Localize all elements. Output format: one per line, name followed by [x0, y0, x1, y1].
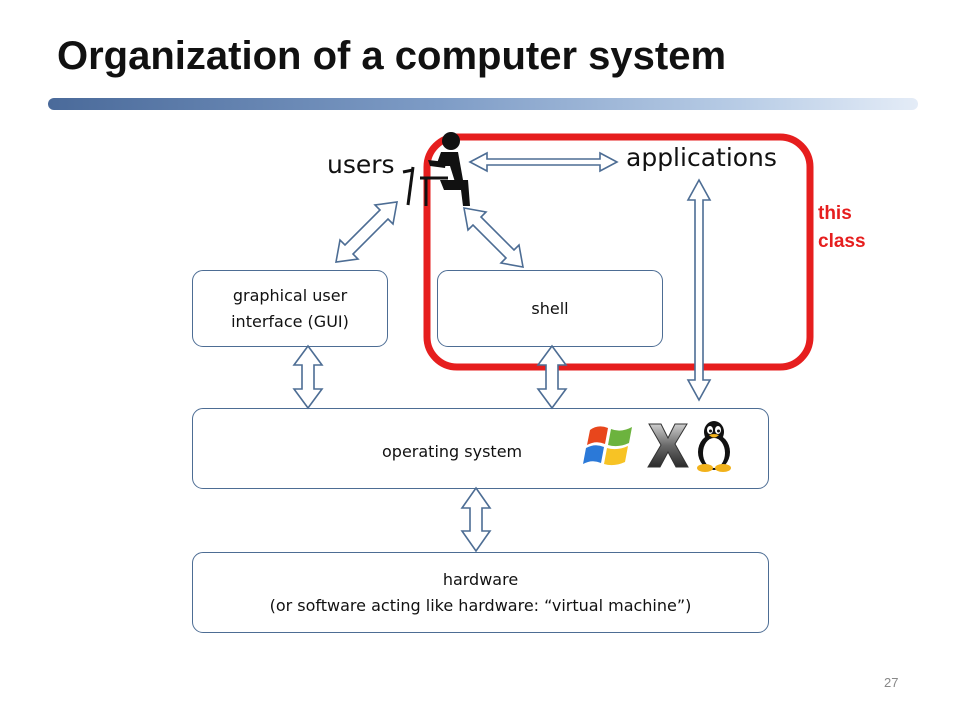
users-gui-arrow	[335, 201, 398, 263]
users-shell-arrow	[463, 207, 524, 268]
windows-logo	[583, 426, 632, 466]
applications-os-arrow	[686, 178, 712, 402]
this-class-line1: this	[818, 203, 852, 224]
this-class-annotation: this class	[818, 200, 866, 256]
shell-os-arrow	[536, 344, 568, 410]
slide-title: Organization of a computer system	[57, 34, 727, 78]
hardware-label-line1: hardware	[442, 569, 519, 589]
users-applications-arrow	[468, 151, 619, 173]
user-at-desk-icon	[402, 132, 470, 206]
page-number: 27	[884, 675, 899, 690]
hardware-box: hardware (or software acting like hardwa…	[192, 552, 769, 633]
users-label: users	[327, 150, 395, 179]
shell-box: shell	[437, 270, 663, 347]
shell-label: shell	[531, 298, 569, 318]
operating-system-label: operating system	[382, 442, 523, 461]
gui-box: graphical user interface (GUI)	[192, 270, 388, 347]
gui-label-line1: graphical user	[232, 285, 348, 305]
os-hardware-arrow	[460, 486, 492, 553]
mac-os-x-logo	[647, 423, 689, 468]
gui-os-arrow	[292, 344, 324, 410]
applications-label: applications	[626, 143, 777, 172]
this-class-line2: class	[818, 231, 866, 252]
linux-tux-logo	[697, 421, 731, 472]
this-class-highlight	[423, 133, 814, 371]
gui-label-line2: interface (GUI)	[231, 311, 349, 331]
hardware-label-line2: (or software acting like hardware: “virt…	[269, 595, 692, 615]
title-underline-bar	[48, 98, 918, 110]
